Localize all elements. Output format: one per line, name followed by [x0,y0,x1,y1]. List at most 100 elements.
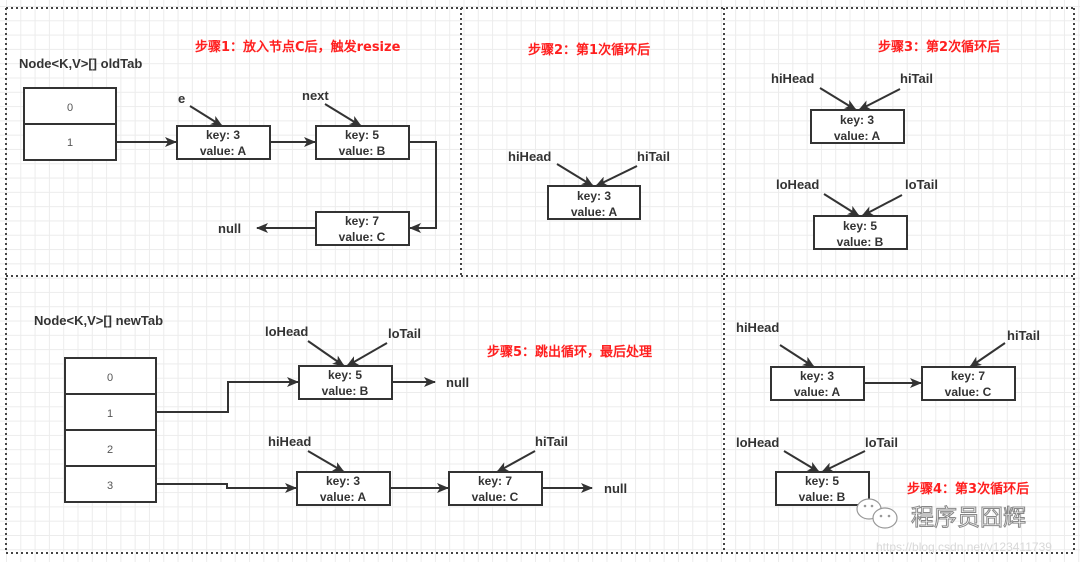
panel-step1: 步骤1：放入节点C后，触发resize Node<K,V>[] oldTab 0… [19,39,437,246]
step3-pointer-lotail: loTail [905,177,938,192]
step2-arrow-hitail [595,165,638,187]
step5-arrow-hihead [307,450,345,473]
step4-pointer-lohead: loHead [736,435,779,450]
wechat-icon [856,498,898,529]
step3-pointer-hitail: hiTail [900,71,933,86]
step3-title: 步骤3：第2次循环后 [878,39,1000,55]
step5-pointer-lotail: loTail [388,326,421,341]
newtab-cell-0 [64,357,157,395]
newtab-cell-3 [64,465,157,503]
step5-node-b-value: value: B [322,384,369,398]
step4-node-c-key: key: 7 [951,369,985,383]
step3-node-b-value: value: B [837,235,884,249]
step2-node-a [547,185,641,220]
step5-pointer-hitail: hiTail [535,434,568,449]
step1-title: 步骤1：放入节点C后，触发resize [195,39,401,55]
step4-node-a-value: value: A [794,385,841,399]
step5-node-c-key: key: 7 [478,474,512,488]
step4-pointer-lotail: loTail [865,435,898,450]
step4-node-b-value: value: B [799,490,846,504]
step5-arrow-lotail [346,342,388,367]
step3-arrow-hihead [819,87,857,111]
step5-arrow-lohead [307,340,345,367]
newtab-index-3: 3 [107,480,113,492]
step3-node-a [810,109,905,144]
step4-pointer-hitail: hiTail [1007,328,1040,343]
step4-arrow-hihead [779,344,815,368]
step3-arrow-lohead [823,193,860,217]
step3-node-b [813,215,908,250]
step5-node-a-value: value: A [320,490,367,504]
watermark-brand: 程序员囧辉 [911,505,1026,531]
oldtab-array [23,87,117,161]
step1-node-a-key: key: 3 [206,128,240,142]
arrow-next [324,103,362,127]
step5-arrow-cell1-to-b [156,377,299,413]
step5-pointer-lohead: loHead [265,324,308,339]
step4-node-a [770,366,865,401]
pointer-next: next [302,88,329,103]
step5-node-a-key: key: 3 [326,474,360,488]
step3-pointer-hihead: hiHead [771,71,814,86]
arrow-b-to-c [409,141,437,233]
step2-pointer-hihead: hiHead [508,149,551,164]
panel-step3: 步骤3：第2次循环后 hiHead hiTail loHead loTail k… [771,39,1000,250]
step2-arrow-hihead [556,163,594,187]
step4-pointer-hihead: hiHead [736,320,779,335]
step5-node-b-key: key: 5 [328,368,362,382]
newtab-index-2: 2 [107,444,113,456]
newtab-index-0: 0 [107,372,113,384]
step5-node-c [448,471,543,506]
pointer-e: e [178,91,185,106]
step3-pointer-lohead: loHead [776,177,819,192]
newtab-cell-2 [64,429,157,467]
newtab-array [64,357,157,503]
step4-node-a-key: key: 3 [800,369,834,383]
step3-arrow-lotail [861,194,903,217]
panel-step5: 步骤5：跳出循环，最后处理 Node<K,V>[] newTab 0 1 2 3… [34,313,652,506]
panel-borders [5,7,1075,554]
step2-pointer-hitail: hiTail [637,149,670,164]
step5-arrow-hitail [496,450,536,473]
step4-node-b [775,471,870,506]
watermark: 程序员囧辉 https://blog.csdn.net/v123411739 [856,498,1052,554]
panel-step2: 步骤2：第1次循环后 hiHead hiTail key: 3 value: A [508,42,670,220]
step4-title: 步骤4：第3次循环后 [907,481,1029,497]
oldtab-cell-1 [23,123,117,161]
step2-node-a-value: value: A [571,205,618,219]
step1-node-b-key: key: 5 [345,128,379,142]
newtab-label: Node<K,V>[] newTab [34,313,163,328]
step1-node-c-value: value: C [339,230,386,244]
oldtab-index-1: 1 [67,137,73,149]
step5-arrow-cell3-to-a [156,483,297,493]
step2-node-a-key: key: 3 [577,189,611,203]
step5-pointer-hihead: hiHead [268,434,311,449]
step4-node-b-key: key: 5 [805,474,839,488]
step3-node-a-key: key: 3 [840,113,874,127]
step4-arrow-hitail [969,342,1006,368]
panel-step4: 步骤4：第3次循环后 hiHead hiTail loHead loTail k… [736,320,1040,506]
newtab-index-1: 1 [107,408,113,420]
oldtab-cell-0 [23,87,117,125]
step5-null-hi: null [604,481,627,496]
step5-node-b [298,365,393,400]
step3-node-b-key: key: 5 [843,219,877,233]
arrow-e [189,105,223,127]
step4-node-c-value: value: C [945,385,992,399]
oldtab-label: Node<K,V>[] oldTab [19,56,142,71]
step2-title: 步骤2：第1次循环后 [528,42,650,58]
step3-arrow-hitail [858,88,901,111]
watermark-url: https://blog.csdn.net/v123411739 [876,540,1052,554]
step4-node-c [921,366,1016,401]
step5-title: 步骤5：跳出循环，最后处理 [487,344,652,360]
step4-arrow-lohead [783,450,820,473]
step3-node-a-value: value: A [834,129,881,143]
step1-null: null [218,221,241,236]
step1-node-b-value: value: B [339,144,386,158]
step1-node-a-value: value: A [200,144,247,158]
step4-arrow-lotail [821,450,866,473]
step1-node-c-key: key: 7 [345,214,379,228]
oldtab-index-0: 0 [67,102,73,114]
